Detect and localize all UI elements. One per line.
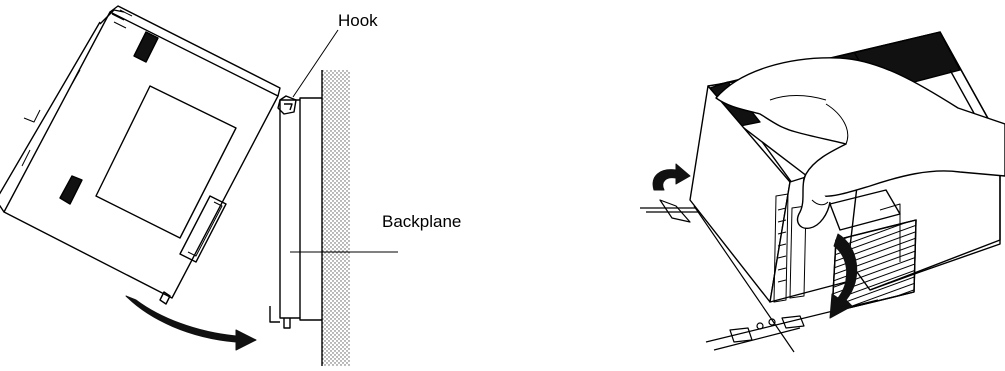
hook-label: Hook xyxy=(338,11,378,30)
curved-arrow-down-icon xyxy=(829,233,858,319)
curved-arrow-rotate-icon xyxy=(652,163,691,191)
lower-clip xyxy=(269,306,291,329)
wall-surface xyxy=(321,70,350,366)
hook xyxy=(277,29,339,115)
right-figure xyxy=(640,31,1005,353)
backplane xyxy=(279,97,322,321)
left-figure xyxy=(0,5,398,366)
hand xyxy=(715,57,1005,229)
curved-arrow-down-right-icon xyxy=(125,295,257,351)
tilted-unit xyxy=(0,5,281,305)
backplane-label: Backplane xyxy=(382,212,462,231)
